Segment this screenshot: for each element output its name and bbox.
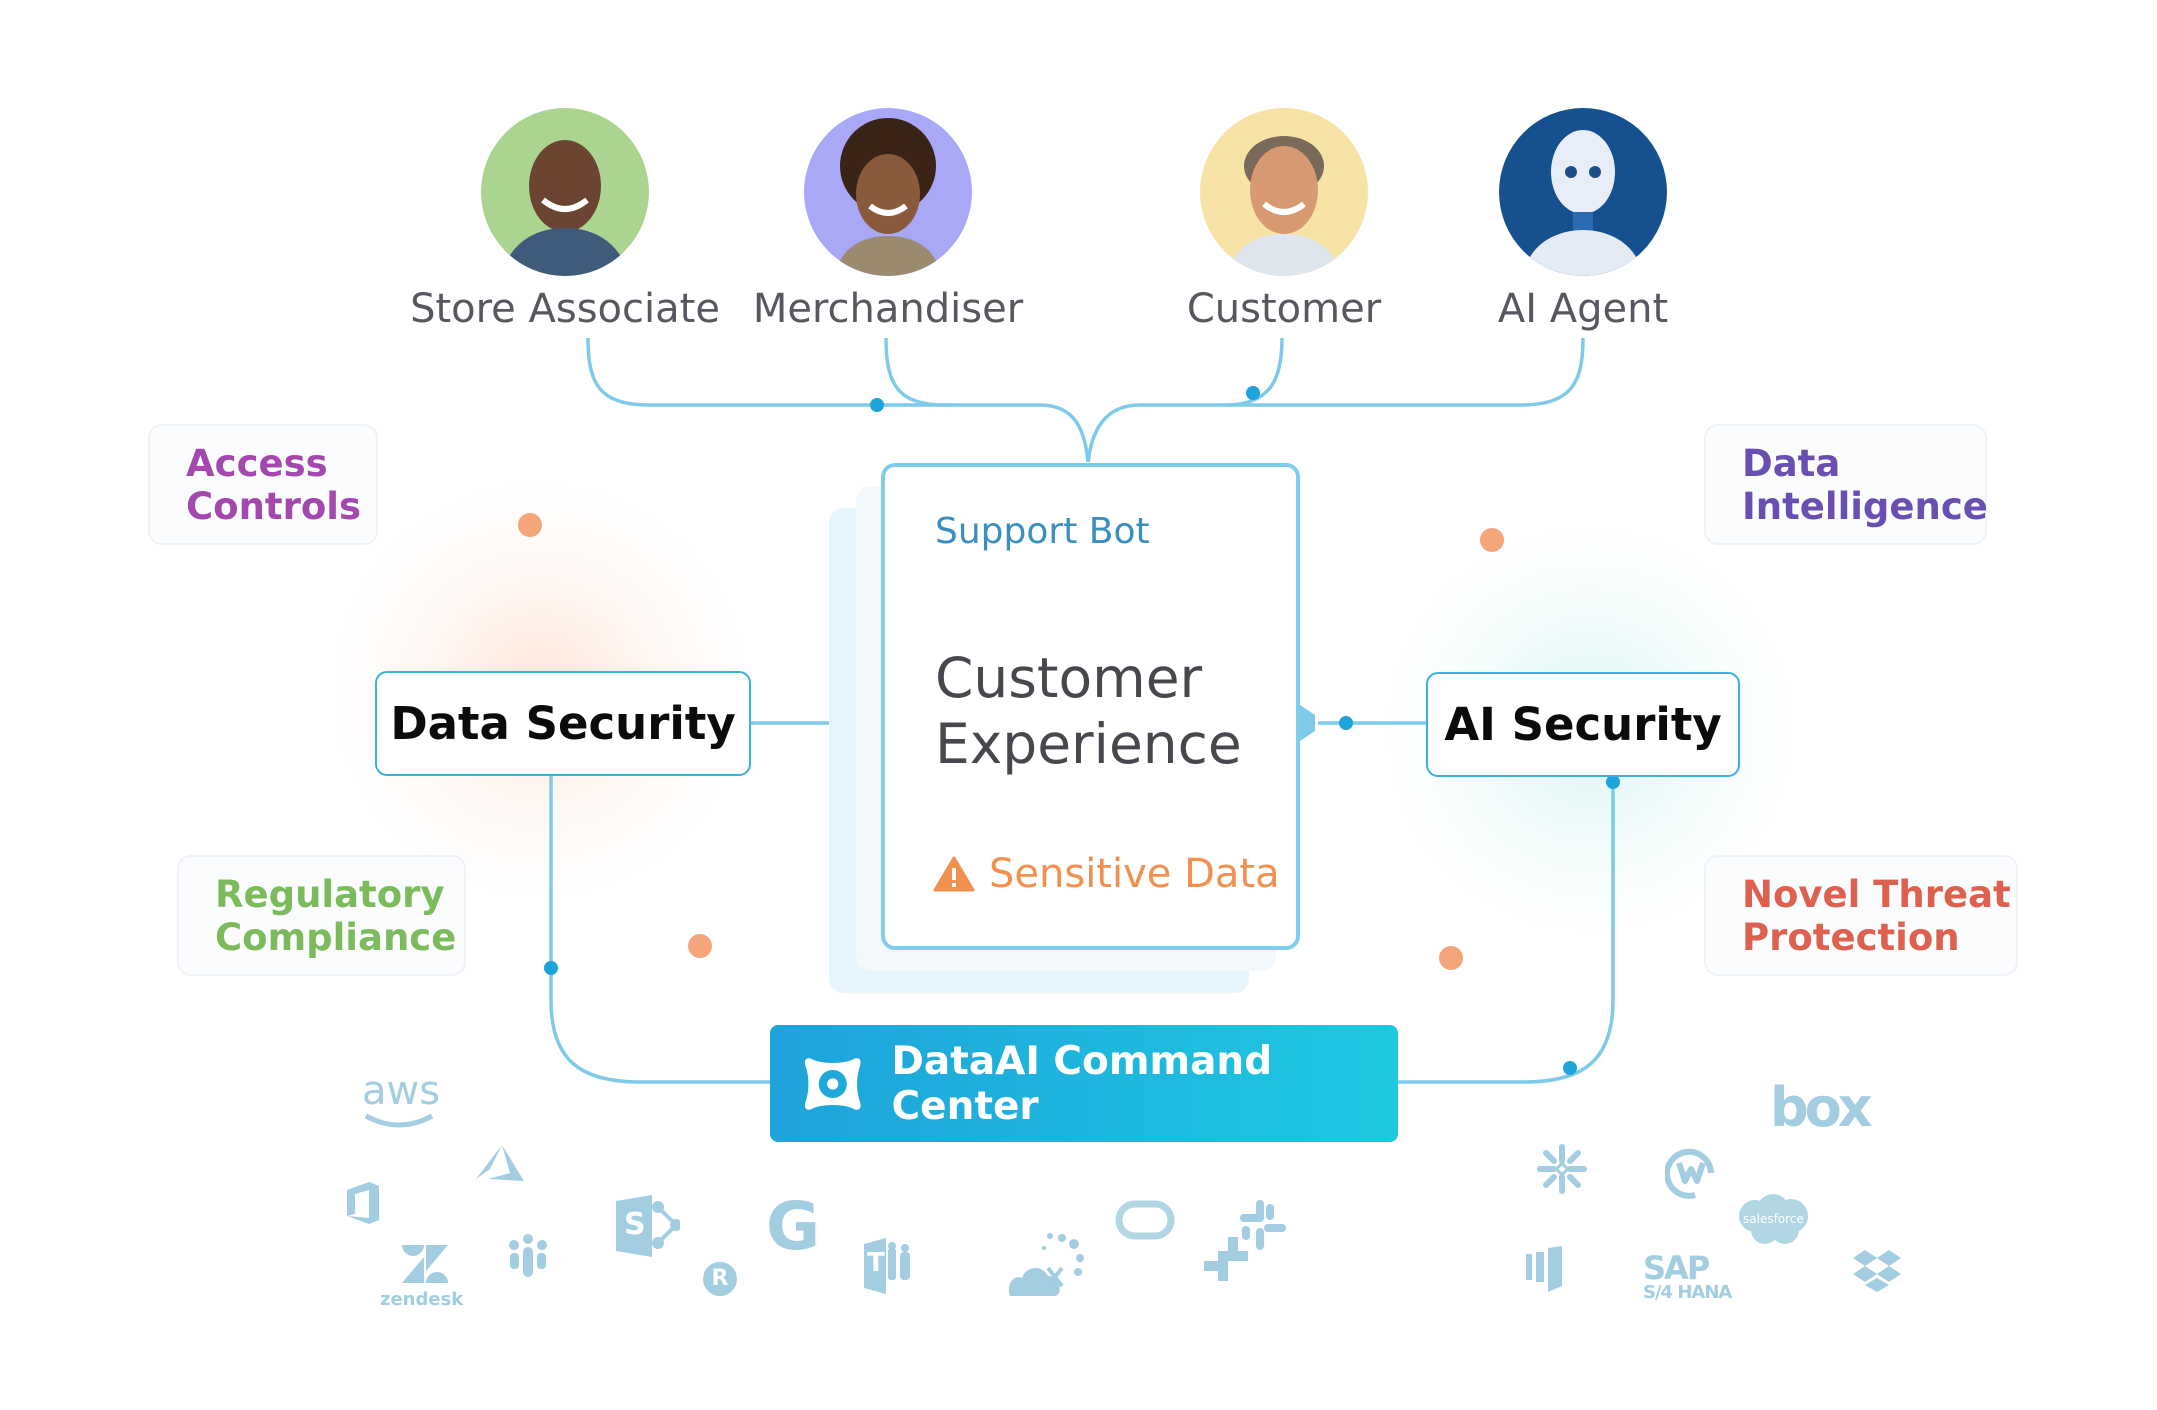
warning-triangle-icon [933, 856, 975, 892]
oracle-logo-icon [1115, 1200, 1175, 1240]
wire-data-security-command [549, 776, 770, 1084]
person-avatar-icon [1200, 108, 1368, 276]
salesforce-logo-icon: salesforce [1735, 1192, 1811, 1246]
zendesk-text: zendesk [380, 1289, 464, 1310]
aws-smile-icon [364, 1113, 434, 1128]
workplace-logo-icon [1665, 1148, 1714, 1199]
accent-dot [1439, 946, 1463, 970]
card-title-line: Experience [935, 712, 1242, 776]
data-security-box[interactable]: Data Security [375, 671, 751, 776]
teams-letter: T [867, 1248, 885, 1278]
accent-dot [518, 513, 542, 537]
persona-customer[interactable] [1200, 108, 1368, 276]
wire-store-associate [586, 337, 1090, 463]
accent-dot [1480, 528, 1504, 552]
sharepoint-logo-icon: S [614, 1195, 682, 1257]
wire-merchandiser [884, 337, 946, 407]
tag-line: Novel Threat [1742, 873, 2011, 916]
person-avatar-icon [804, 108, 972, 276]
sap-logo-icon: SAP S/4 HANA [1643, 1249, 1732, 1303]
onedrive-logo-icon [1008, 1267, 1060, 1296]
persona-label: Store Associate [410, 286, 720, 332]
tag-line: Regulatory [215, 873, 445, 916]
wire-dot [544, 961, 558, 975]
azure-logo-icon [476, 1145, 524, 1181]
wire-ai-agent [1086, 337, 1585, 463]
tag-regulatory-compliance: Regulatory Compliance [177, 855, 466, 976]
persona-label: AI Agent [1497, 286, 1669, 332]
wire-dot [870, 398, 884, 412]
card-subtitle: Support Bot [935, 511, 1150, 552]
wire-dot [1563, 1061, 1577, 1075]
sensitive-data-warning: Sensitive Data [933, 851, 1280, 897]
box-logo-icon: box [1770, 1076, 1873, 1139]
google-logo-icon: G [766, 1188, 821, 1265]
customer-experience-card[interactable]: Support Bot Customer Experience Sensitiv… [881, 463, 1300, 950]
dots-x-logo-icon [1042, 1233, 1084, 1288]
tag-data-intelligence: Data Intelligence [1704, 424, 1988, 545]
persona-label: Merchandiser [752, 286, 1024, 332]
sharepoint-letter: S [624, 1207, 646, 1242]
ai-security-box[interactable]: AI Security [1426, 672, 1740, 777]
tag-novel-threat-protection: Novel Threat Protection [1704, 855, 2018, 976]
slack-logo-icon [1240, 1200, 1286, 1250]
snowflake-logo-icon [1537, 1144, 1587, 1194]
warning-label: Sensitive Data [989, 851, 1280, 897]
panorama-logo-icon [1526, 1246, 1562, 1292]
wire-dot [1606, 775, 1620, 789]
accent-dot [688, 934, 712, 958]
wire-dot [1246, 386, 1260, 400]
zendesk-mark-icon [401, 1245, 448, 1283]
card-title: Customer Experience [935, 645, 1242, 777]
tag-line: Intelligence [1742, 485, 1988, 528]
tag-line: Protection [1742, 916, 1960, 959]
ms-teams-logo-icon: T [862, 1238, 910, 1294]
aws-text: aws [362, 1068, 441, 1114]
r-logo-icon: R [703, 1262, 737, 1296]
office-logo-icon [347, 1182, 379, 1224]
tag-line: Data [1742, 442, 1841, 485]
salesforce-text: salesforce [1743, 1212, 1804, 1226]
person-avatar-icon [481, 108, 649, 276]
tag-access-controls: Access Controls [148, 424, 378, 545]
tag-line: Controls [186, 485, 361, 528]
persona-store-associate[interactable] [481, 108, 649, 276]
card-title-line: Customer [935, 646, 1203, 710]
wire-dot [1339, 716, 1353, 730]
command-center-logo-icon [804, 1057, 861, 1110]
wire-ai-security-command [1398, 777, 1615, 1084]
persona-merchandiser[interactable] [804, 108, 972, 276]
tag-line: Access [186, 442, 328, 485]
aws-logo-icon: aws [362, 1068, 441, 1128]
robot-avatar-icon [1499, 108, 1667, 276]
plus-logo-icon [1204, 1237, 1248, 1281]
command-center-label: DataAI Command Center [891, 1038, 1273, 1129]
persona-label: Customer [1186, 286, 1382, 332]
arrow-right-icon [1300, 705, 1315, 741]
zendesk-logo-icon: zendesk [380, 1245, 463, 1310]
teams-people-logo-icon [509, 1234, 547, 1277]
command-center-button[interactable]: DataAI Command Center [770, 1025, 1398, 1142]
tag-line: Compliance [215, 916, 457, 959]
dropbox-logo-icon [1853, 1250, 1901, 1292]
persona-ai-agent[interactable] [1499, 108, 1667, 276]
sap-text: SAP [1643, 1249, 1710, 1287]
sap-sub-text: S/4 HANA [1643, 1282, 1732, 1303]
